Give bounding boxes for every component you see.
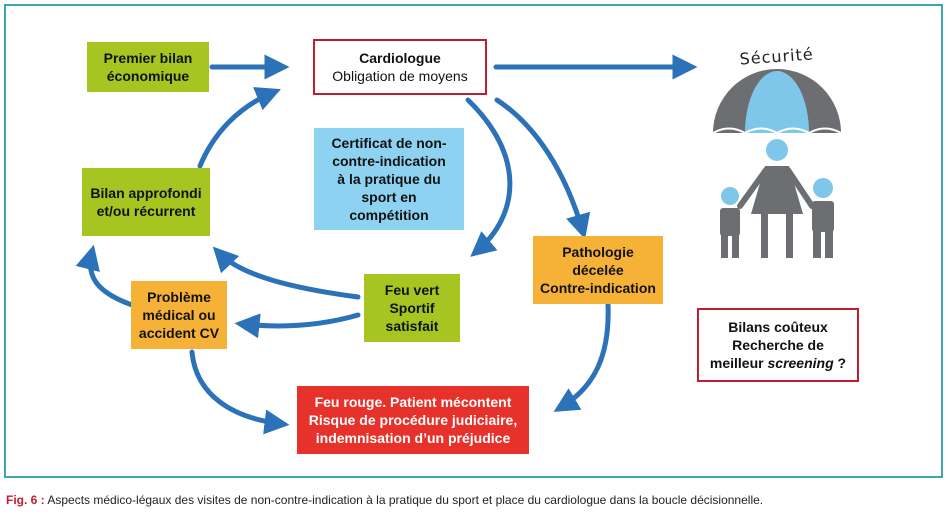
node-text: indemnisation d’un préjudice: [315, 430, 511, 446]
arrow-feuvert-to-probleme: [234, 312, 361, 339]
node-text: économique: [106, 68, 190, 84]
node-text: sport en: [361, 189, 417, 205]
node-text: Contre-indication: [540, 280, 656, 296]
family-umbrella-icon: [712, 69, 842, 258]
node-premier-bilan: Premier bilan économique: [87, 42, 209, 92]
node-pathologie: Pathologie décelée Contre-indication: [533, 236, 663, 304]
arrow-probleme-to-feurouge: [189, 349, 290, 435]
node-probleme: Problème médical ou accident CV: [131, 281, 227, 349]
node-bilans-couteux: Bilans coûteux Recherche de meilleur scr…: [697, 308, 859, 382]
node-text: satisfait: [385, 318, 439, 334]
node-text-part: meilleur: [709, 355, 768, 371]
node-text: Bilan approfondi: [90, 185, 202, 201]
node-text-3: meilleur screening ?: [710, 354, 846, 372]
node-text-emphasis: screening: [767, 355, 834, 371]
node-text: Problème: [147, 289, 211, 305]
node-text: décelée: [572, 262, 624, 278]
node-text: Feu vert: [384, 282, 440, 298]
node-text: Sportif: [389, 300, 435, 316]
node-cardiologue: Cardiologue Obligation de moyens: [313, 39, 487, 95]
figure-caption: Fig. 6 : Aspects médico-légaux des visit…: [6, 493, 763, 507]
node-feu-vert: Feu vert Sportif satisfait: [364, 274, 460, 342]
figure-label: Fig. 6 :: [6, 493, 45, 507]
node-text: Risque de procédure judiciaire,: [308, 412, 518, 428]
node-text: compétition: [349, 207, 429, 223]
figure-caption-text: Aspects médico-légaux des visites de non…: [44, 493, 764, 507]
node-certificat: Certificat de non- contre-indication à l…: [314, 128, 464, 230]
node-bilan-approfondi: Bilan approfondi et/ou récurrent: [82, 168, 210, 236]
arrow-probleme-to-bilan: [75, 244, 135, 308]
arrow-cardiologue-to-pathologie: [494, 97, 591, 240]
node-text: contre-indication: [332, 153, 446, 169]
node-subtitle: Obligation de moyens: [332, 68, 468, 84]
node-text-part: ?: [833, 355, 847, 371]
node-feu-rouge: Feu rouge. Patient mécontent Risque de p…: [297, 386, 529, 454]
node-text: Premier bilan: [103, 50, 193, 66]
node-text: accident CV: [138, 325, 220, 341]
node-text: Recherche de: [732, 337, 824, 353]
node-text: et/ou récurrent: [96, 203, 196, 219]
arrow-bilan-to-cardiologue: [197, 87, 281, 169]
node-text: Bilans coûteux: [728, 319, 828, 335]
node-text: à la pratique du: [337, 171, 441, 187]
arrow-cardiologue-to-feuvert: [465, 97, 513, 257]
securite-label: Sécurité: [739, 44, 814, 68]
node-title: Cardiologue: [359, 50, 441, 66]
node-text: Pathologie: [562, 244, 634, 260]
node-text: médical ou: [142, 307, 216, 323]
arrow-feuvert-to-bilan: [212, 246, 361, 300]
node-text: Certificat de non-: [331, 135, 447, 151]
node-text: Feu rouge. Patient mécontent: [314, 394, 512, 410]
arrow-pathologie-to-feurouge: [553, 301, 611, 412]
